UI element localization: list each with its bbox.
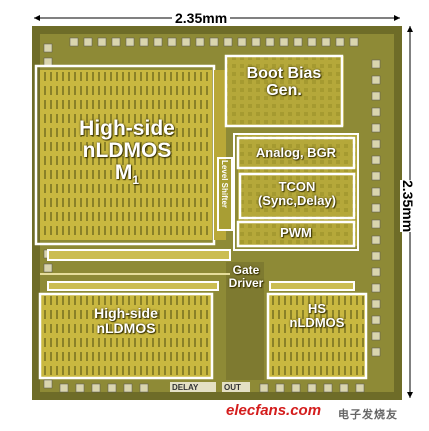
analog-bgr-box xyxy=(236,136,356,170)
hs-lower-label: High-side nLDMOS xyxy=(94,305,158,336)
hs-main-label: High-side nLDMOS M1 xyxy=(79,117,175,188)
pad-delay-label: DELAY xyxy=(172,383,199,392)
analog-bgr-label: Analog, BGR xyxy=(255,145,337,160)
watermark-brand: elecfans.com xyxy=(226,402,322,419)
boot-bias-box xyxy=(224,54,344,128)
boot-bias-label: Boot Bias Gen. xyxy=(246,65,322,99)
tcon-label: TCON (Sync,Delay) xyxy=(257,179,337,208)
level-shifter-label: Level Shifter xyxy=(220,160,229,209)
level-shifter-box xyxy=(217,157,233,231)
tcon-box xyxy=(238,172,356,220)
pwm-label: PWM xyxy=(280,225,312,240)
pad-ring-right xyxy=(371,59,381,357)
gate-driver-bar-lower xyxy=(47,281,219,291)
width-label: 2.35mm xyxy=(172,10,231,26)
pad-out-label: OUT xyxy=(224,383,241,392)
hs-small-label: HS nLDMOS xyxy=(289,301,345,330)
watermark-cn: 电子发烧友 xyxy=(338,409,398,421)
gate-driver-bar-upper xyxy=(47,249,231,261)
height-label: 2.35mm xyxy=(400,180,416,233)
pwm-box xyxy=(236,220,356,248)
pad-ring-bottom xyxy=(59,383,365,393)
hs-lower-metal xyxy=(40,294,212,378)
gate-driver-label: Gate Driver xyxy=(228,263,264,290)
pad-ring-top xyxy=(69,37,359,47)
hs-main-metal xyxy=(40,70,212,240)
hs-small-metal xyxy=(268,294,366,378)
